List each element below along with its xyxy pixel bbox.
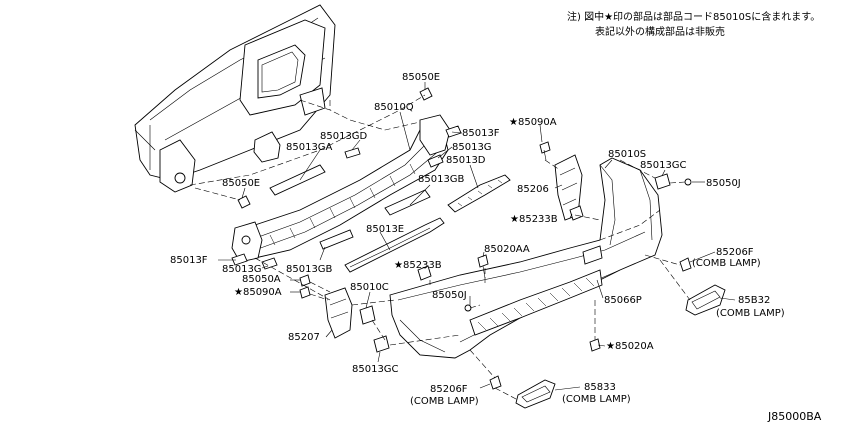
diagram-code: J85000BA bbox=[767, 410, 822, 423]
label-85206F-bottom-sub: (COMB LAMP) bbox=[410, 396, 479, 407]
label-85050J-top: 85050J bbox=[706, 178, 741, 189]
label-85833-sub: (COMB LAMP) bbox=[562, 394, 631, 405]
label-85010S: 85010S bbox=[608, 149, 646, 160]
leader-lines bbox=[218, 82, 736, 391]
clip-85233B-mid bbox=[417, 265, 432, 281]
rear-bumper-reinforcement bbox=[231, 114, 451, 263]
label-85066P: 85066P bbox=[604, 295, 642, 306]
label-85013GC-bottom: 85013GC bbox=[352, 364, 399, 375]
clip-85206F-right bbox=[679, 257, 692, 272]
label-85B32-sub: (COMB LAMP) bbox=[716, 308, 785, 319]
label-85233B-top: ★85233B bbox=[510, 214, 558, 225]
clip-85010C bbox=[359, 305, 376, 325]
label-85013G-top: 85013G bbox=[452, 142, 492, 153]
trim-85013D bbox=[447, 174, 511, 213]
label-85050J-mid: 85050J bbox=[432, 290, 467, 301]
label-85013GB-left: 85013GB bbox=[286, 264, 333, 275]
note-line-2: 表記以外の構成部品は非販売 bbox=[595, 27, 725, 38]
label-85020AA: 85020AA bbox=[484, 244, 530, 255]
label-85013F-top: 85013F bbox=[462, 128, 500, 139]
label-85050A: 85050A bbox=[242, 274, 281, 285]
vehicle-body-panel bbox=[134, 4, 336, 193]
clip-85050E-top bbox=[419, 87, 433, 101]
bolt-85090A-top bbox=[539, 141, 551, 154]
label-85B32: 85B32 bbox=[738, 295, 770, 306]
tape-85013G-top bbox=[427, 154, 444, 168]
label-85013G-left: 85013G bbox=[222, 264, 262, 275]
tape-85013G-left bbox=[261, 257, 278, 270]
note-line-1: 注) 図中★印の部品は部品コード85010Sに含まれます。 bbox=[567, 12, 821, 23]
label-85233B-mid: ★85233B bbox=[394, 260, 442, 271]
label-85013D: 85013D bbox=[446, 155, 486, 166]
label-85207: 85207 bbox=[288, 332, 320, 343]
label-85206: 85206 bbox=[517, 184, 549, 195]
label-85833: 85833 bbox=[584, 382, 616, 393]
lamp-85833 bbox=[515, 379, 556, 409]
clip-85206F-bottom bbox=[489, 375, 502, 390]
label-85206F-right-sub: (COMB LAMP) bbox=[692, 258, 761, 269]
rear-bumper-fascia bbox=[389, 157, 663, 359]
label-85010Q: 85010Q bbox=[374, 102, 414, 113]
label-85013GC-top: 85013GC bbox=[640, 160, 687, 171]
label-85013F-left: 85013F bbox=[170, 255, 208, 266]
label-85050E-top: 85050E bbox=[402, 72, 440, 83]
tape-85013GA bbox=[269, 164, 326, 196]
bolt-85020A bbox=[589, 338, 601, 352]
tape-85013F-left bbox=[231, 253, 248, 266]
clip-85013GC-bottom bbox=[373, 335, 390, 353]
clip-85050J-top bbox=[684, 178, 692, 186]
trim-85013E bbox=[344, 217, 445, 273]
comb-lamps bbox=[515, 284, 726, 409]
clip-85013GC-top bbox=[654, 173, 671, 190]
label-85206F-bottom: 85206F bbox=[430, 384, 468, 395]
label-85020A: ★85020A bbox=[606, 341, 654, 352]
clip-85050E-left bbox=[237, 195, 251, 209]
tape-85013GD bbox=[344, 147, 361, 159]
label-85013E: 85013E bbox=[366, 224, 404, 235]
label-85206F-right: 85206F bbox=[716, 247, 754, 258]
tape-85013GB-left bbox=[319, 229, 354, 250]
assembly-lines bbox=[189, 94, 691, 401]
label-85090A-top: ★85090A bbox=[509, 117, 557, 128]
bracket-85207 bbox=[324, 287, 353, 339]
bolt-85090A-left bbox=[299, 286, 311, 299]
label-85090A-left: ★85090A bbox=[234, 287, 282, 298]
part-labels: 85050E 85010Q 85013GD 85013F 85013GA 850… bbox=[170, 72, 822, 423]
label-85050E-left: 85050E bbox=[222, 178, 260, 189]
side-brackets bbox=[324, 154, 583, 339]
label-85013GB-mid: 85013GB bbox=[418, 174, 465, 185]
label-85013GD: 85013GD bbox=[320, 131, 368, 142]
label-85013GA: 85013GA bbox=[286, 142, 333, 153]
bolt-85050A bbox=[299, 274, 311, 287]
label-85010C: 85010C bbox=[350, 282, 389, 293]
clip-85233B-top bbox=[569, 205, 584, 221]
